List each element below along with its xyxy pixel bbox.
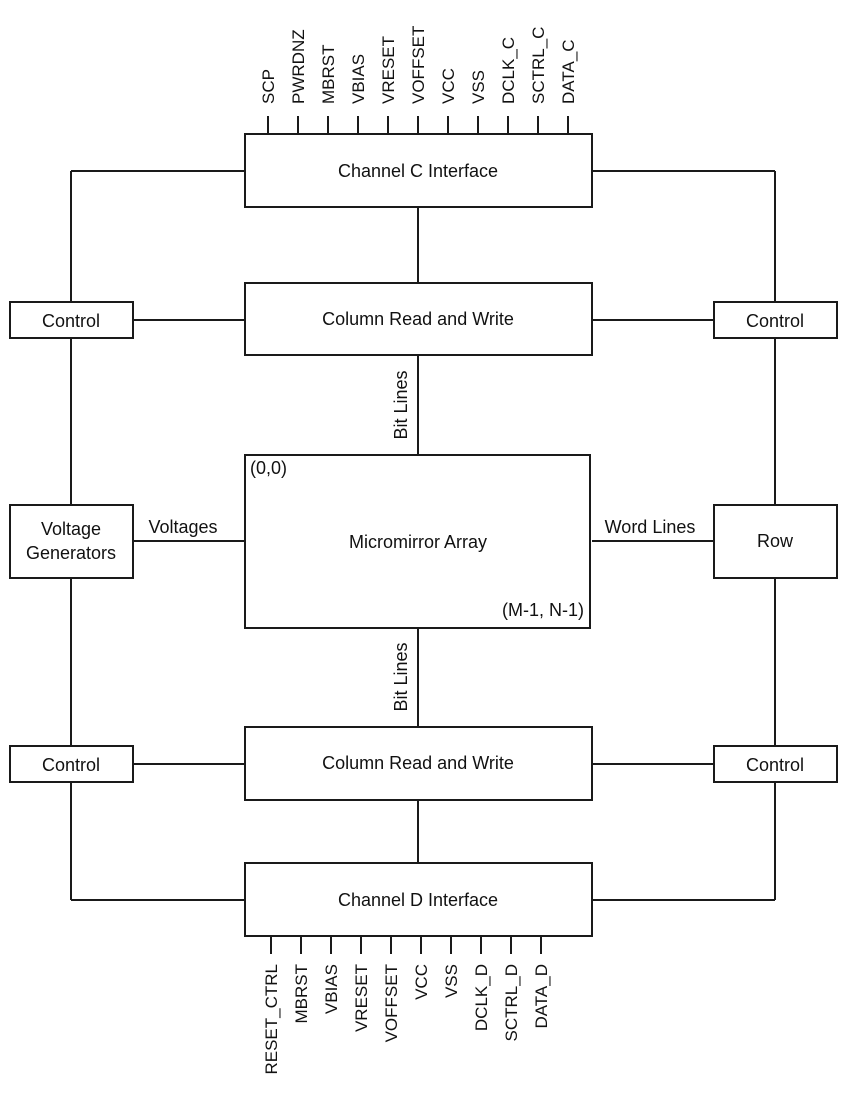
bottom-pin-label: MBRST: [292, 964, 311, 1024]
bottom-pin-label: VSS: [442, 964, 461, 998]
control-right-bottom-box: [713, 745, 838, 783]
array-end-label: (M-1, N-1): [502, 600, 584, 620]
control-left-bottom-box: [9, 745, 134, 783]
control-left-bottom-label: Control: [42, 755, 100, 775]
row-label: Row: [757, 531, 794, 551]
control-right-bottom-label: Control: [746, 755, 804, 775]
column-read-write-top-box: [244, 282, 593, 356]
top-pin-labels: SCP PWRDNZ MBRST VBIAS VRESET VOFFSET VCC VSS DC…: [259, 26, 578, 104]
bit-lines-top-label: Bit Lines: [391, 370, 411, 439]
column-read-write-bottom-label: Column Read and Write: [322, 753, 514, 773]
bottom-pin-label: VOFFSET: [382, 964, 401, 1042]
micromirror-array-box: [244, 454, 591, 629]
channel-d-interface-label: Channel D Interface: [338, 890, 498, 910]
bottom-pin-labels: RESET_CTRL MBRST VBIAS VRESET VOFFSET VCC VSS D…: [262, 964, 551, 1075]
top-pin-label: PWRDNZ: [289, 29, 308, 104]
voltage-generators-label-line2: Generators: [26, 543, 116, 563]
control-left-top-box: [9, 301, 134, 339]
control-right-top-box: [713, 301, 838, 339]
top-pin-label: DATA_C: [559, 39, 578, 104]
voltage-generators-label-line1: Voltage: [41, 519, 101, 539]
top-pin-label: VSS: [469, 70, 488, 104]
bottom-pin-label: SCTRL_D: [502, 964, 521, 1041]
top-pin-label: VOFFSET: [409, 26, 428, 104]
column-read-write-bottom-box: [244, 726, 593, 801]
bottom-pin-label: VBIAS: [322, 964, 341, 1014]
word-lines-label: Word Lines: [605, 517, 696, 537]
row-box: [713, 504, 838, 579]
bottom-pin-label: DATA_D: [532, 964, 551, 1029]
array-origin-label: (0,0): [250, 458, 287, 478]
top-pin-label: VRESET: [379, 36, 398, 104]
bottom-pin-stubs: [270, 936, 542, 954]
top-pin-label: SCTRL_C: [529, 27, 548, 104]
voltages-label: Voltages: [148, 517, 217, 537]
channel-c-interface-label: Channel C Interface: [338, 161, 498, 181]
top-pin-label: SCP: [259, 69, 278, 104]
top-pin-label: VCC: [439, 68, 458, 104]
control-left-top-label: Control: [42, 311, 100, 331]
top-pin-label: DCLK_C: [499, 37, 518, 104]
control-right-top-label: Control: [746, 311, 804, 331]
bottom-pin-label: DCLK_D: [472, 964, 491, 1031]
bottom-pin-label: VRESET: [352, 964, 371, 1032]
top-pin-label: MBRST: [319, 45, 338, 105]
bottom-pin-label: RESET_CTRL: [262, 964, 281, 1075]
micromirror-array-label: Micromirror Array: [349, 532, 487, 552]
channel-c-interface-box: [244, 133, 593, 208]
channel-d-interface-box: [244, 862, 593, 937]
bit-lines-bottom-label: Bit Lines: [391, 642, 411, 711]
bottom-pin-label: VCC: [412, 964, 431, 1000]
column-read-write-top-label: Column Read and Write: [322, 309, 514, 329]
top-pin-stubs: [267, 116, 569, 134]
voltage-generators-box: [9, 504, 134, 579]
top-pin-label: VBIAS: [349, 54, 368, 104]
